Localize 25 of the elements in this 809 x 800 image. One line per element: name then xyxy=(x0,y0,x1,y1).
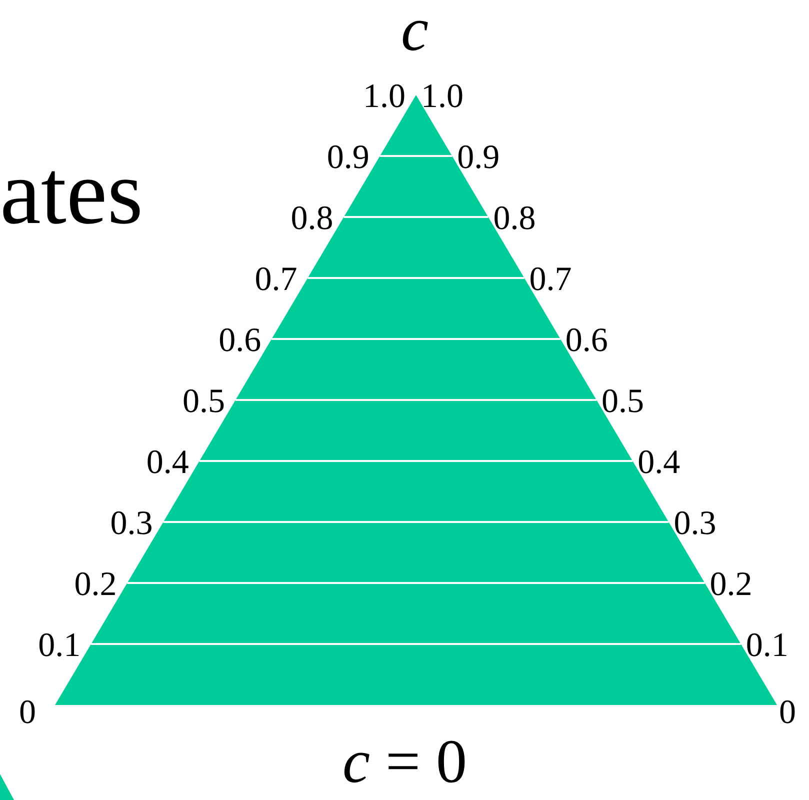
tick-label: 1.0 xyxy=(363,80,406,114)
tick-label: 0.6 xyxy=(218,324,262,358)
tick-label: 0.4 xyxy=(146,446,189,480)
axis-label: c = 0 xyxy=(342,731,467,793)
tick-label: 0.3 xyxy=(110,507,153,541)
tick-label: 1.0 xyxy=(421,80,464,114)
tick-label: 0.5 xyxy=(602,385,644,419)
tick-label: 0.1 xyxy=(746,629,788,663)
tick-label: 0.9 xyxy=(457,141,500,175)
tick-label: 0.8 xyxy=(493,202,536,236)
tick-label: 0.7 xyxy=(254,263,298,297)
tick-label: 0.2 xyxy=(74,568,117,602)
slide-title-fragment: ates xyxy=(0,146,144,238)
tick-label: 0 xyxy=(779,696,796,730)
tick-label: 0.9 xyxy=(326,141,370,175)
tick-label: 0.1 xyxy=(38,629,81,663)
tick-label: 0.4 xyxy=(638,446,680,480)
tick-label: 0.3 xyxy=(674,507,716,541)
tick-label: 0.7 xyxy=(529,263,572,297)
tick-label: 0.5 xyxy=(182,385,225,419)
axis-label: c xyxy=(401,0,429,61)
tick-label: 0.2 xyxy=(710,568,752,602)
tick-label: 0.6 xyxy=(565,324,608,358)
tick-label: 0.8 xyxy=(290,202,334,236)
tick-label: 0 xyxy=(19,696,36,730)
